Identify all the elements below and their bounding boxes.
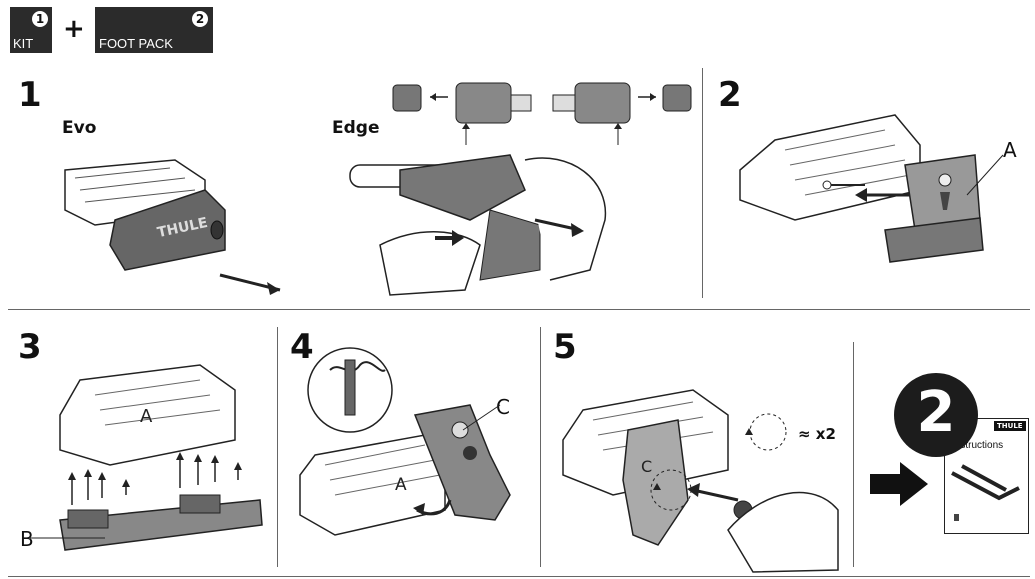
next-arrow-icon — [870, 462, 928, 506]
divider-horizontal-middle — [8, 309, 1030, 310]
divider-vertical-step5 — [540, 327, 541, 567]
step-5-quantity: ≈ x2 — [798, 425, 836, 443]
step-1-evo-foot-illustration — [64, 159, 281, 295]
step-1-edge-caps-illustration — [392, 82, 692, 145]
step-4-number: 4 — [290, 327, 314, 367]
next-booklet-title: Instructions — [952, 440, 1004, 451]
foot-pack-number: 2 — [192, 11, 208, 27]
next-booklet-brand: THULE — [994, 421, 1026, 431]
step-4-illustration: A — [299, 347, 511, 536]
step-5-part-label-c: C — [641, 457, 652, 476]
step-1-number: 1 — [18, 75, 42, 115]
divider-vertical-step2 — [702, 68, 703, 298]
step-5-number: 5 — [553, 327, 577, 367]
step-2-number: 2 — [718, 75, 742, 115]
kit-box: 1 KIT — [10, 7, 52, 53]
step-1-variant-edge: Edge — [332, 118, 380, 138]
step-1-variant-evo: Evo — [62, 118, 97, 138]
divider-vertical-step4 — [277, 327, 278, 567]
plus-sign: + — [63, 14, 85, 44]
step-3-illustration: A — [30, 364, 263, 551]
kit-number: 1 — [32, 11, 48, 27]
kit-label: KIT — [13, 36, 34, 51]
foot-pack-label: FOOT PACK — [99, 36, 173, 51]
svg-text:A: A — [140, 406, 153, 427]
divider-horizontal-bottom — [8, 576, 1030, 577]
divider-vertical-next — [853, 342, 854, 567]
next-step-number-badge: 2 — [894, 373, 978, 457]
step-3-number: 3 — [18, 327, 42, 367]
step-2-callout-a: A — [1003, 138, 1017, 162]
step-2-illustration — [739, 114, 1004, 263]
step-4-callout-c: C — [496, 395, 510, 419]
step-3-callout-b: B — [20, 527, 34, 551]
step-4-part-label-a: A — [395, 475, 407, 495]
foot-pack-box: 2 FOOT PACK — [95, 7, 213, 53]
next-step-number: 2 — [916, 380, 956, 445]
step-5-illustration: C — [562, 389, 839, 573]
step-1-edge-hands-illustration — [349, 154, 607, 296]
